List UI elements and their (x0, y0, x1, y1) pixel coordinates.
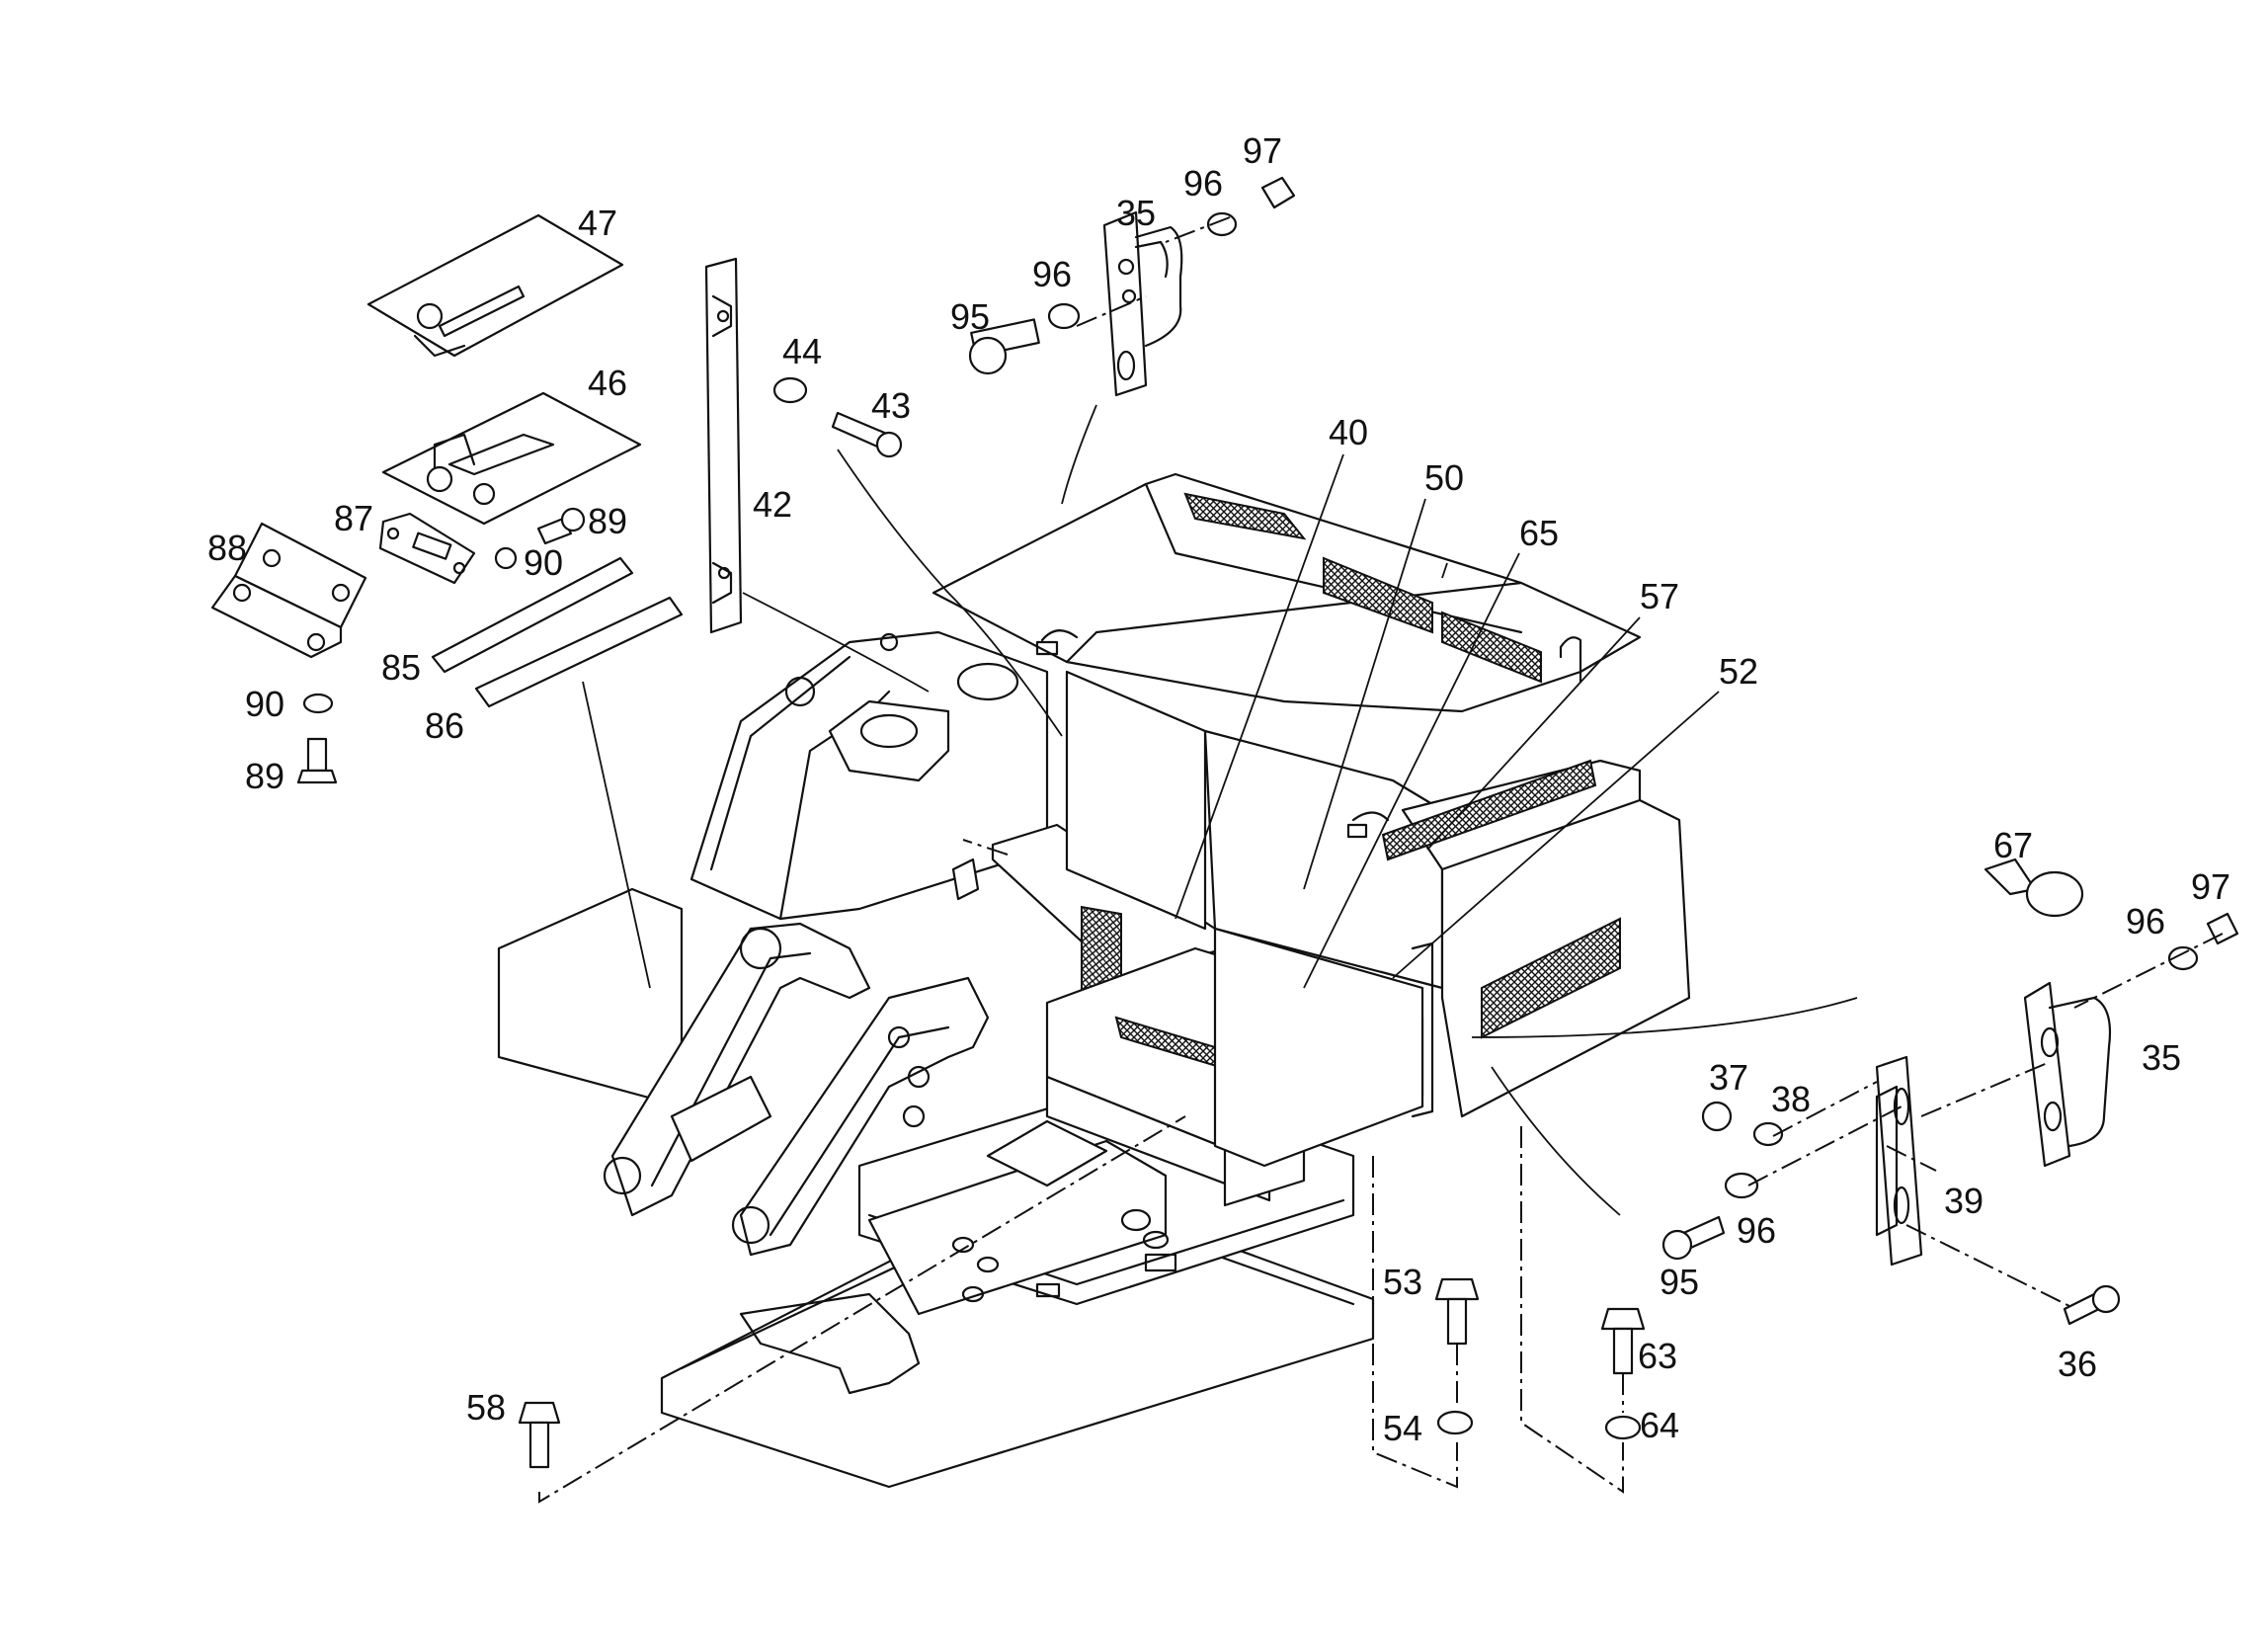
callout-57: 57 (1640, 576, 1679, 616)
callout-39: 39 (1944, 1181, 1984, 1221)
callout-97: 97 (1243, 130, 1282, 171)
callout-44: 44 (782, 331, 822, 371)
part-46-cover-plate (381, 391, 642, 526)
callout-96: 96 (2126, 901, 2165, 941)
callout-43: 43 (871, 385, 911, 426)
callout-36: 36 (2058, 1344, 2097, 1384)
callout-96: 96 (1183, 163, 1223, 204)
callout-47: 47 (578, 203, 617, 243)
callout-42: 42 (753, 484, 792, 525)
callout-89: 89 (588, 501, 627, 541)
swing-boom-bracket (603, 922, 990, 1257)
parts-85-86-strips (431, 556, 684, 708)
callout-54: 54 (1383, 1408, 1422, 1448)
callout-67: 67 (1993, 825, 2033, 865)
part-90-89-lower-washer-screw (296, 693, 338, 784)
callout-96: 96 (1737, 1210, 1776, 1251)
callout-87: 87 (334, 498, 373, 538)
upper-structure (689, 472, 1691, 1207)
parts-95-96-35-97-upper-hinge (968, 176, 1296, 397)
callout-65: 65 (1519, 513, 1559, 553)
parts-37-38-96-39-95-36-right-latch (1661, 1055, 2121, 1326)
callout-40: 40 (1329, 412, 1368, 452)
callout-46: 46 (588, 363, 627, 403)
callout-95: 95 (1660, 1262, 1699, 1302)
assembly-axes (538, 216, 2224, 1504)
callout-95: 95 (950, 296, 990, 337)
callout-35: 35 (2142, 1037, 2181, 1078)
callout-90: 90 (245, 684, 284, 724)
part-47-cover-plate (366, 213, 624, 358)
callout-85: 85 (381, 647, 421, 688)
callout-53: 53 (1383, 1262, 1422, 1302)
part-88-bracket (210, 522, 367, 659)
leader-lines (582, 404, 1858, 1216)
parts-53-54-63-64-58-bolts (518, 1277, 1646, 1469)
callout-38: 38 (1771, 1079, 1811, 1119)
callout-35: 35 (1116, 193, 1156, 233)
callout-88: 88 (207, 528, 247, 568)
callout-90: 90 (524, 542, 563, 583)
callout-58: 58 (466, 1387, 506, 1428)
callout-52: 52 (1719, 651, 1758, 692)
parts-44-43-washer-bolt (772, 376, 903, 458)
callout-labels: 47 46 88 87 89 90 85 86 90 89 42 44 43 9… (207, 130, 2230, 1448)
parts-97-96-35-right-hinge (2023, 912, 2239, 1168)
callout-63: 63 (1638, 1336, 1677, 1376)
part-67-key (1984, 858, 2084, 918)
callout-86: 86 (425, 705, 464, 746)
callout-89: 89 (245, 756, 284, 796)
callout-64: 64 (1640, 1405, 1679, 1445)
part-42-bar (704, 257, 743, 634)
callout-37: 37 (1709, 1057, 1748, 1098)
callout-50: 50 (1424, 457, 1464, 498)
part-89-90-screw-washer-upper (494, 507, 586, 570)
part-87-plate (378, 512, 476, 585)
callout-97: 97 (2191, 866, 2230, 907)
callout-96: 96 (1032, 254, 1072, 294)
